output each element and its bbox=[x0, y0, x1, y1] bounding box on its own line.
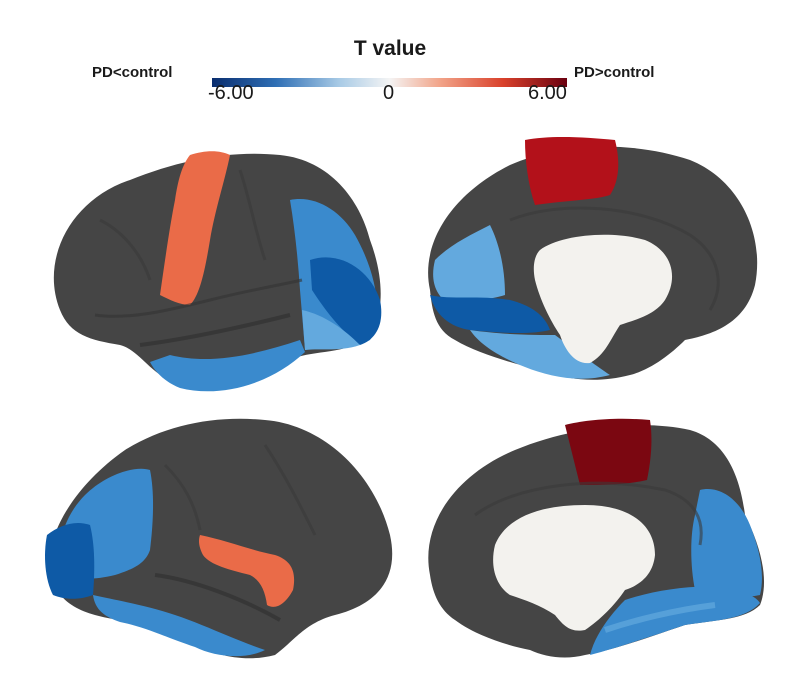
brain-view-medial-bottom-right bbox=[428, 418, 765, 658]
colorbar bbox=[212, 78, 567, 87]
colorbar-low-label: PD<control bbox=[92, 64, 173, 81]
colorbar-tick-zero: 0 bbox=[383, 82, 395, 104]
colorbar-title: T value bbox=[353, 37, 427, 60]
colorbar-tick-max: 6.00 bbox=[528, 82, 567, 104]
colorbar-high-label: PD>control bbox=[574, 64, 655, 81]
colorbar-tick-min: -6.00 bbox=[208, 82, 254, 104]
brain-view-lateral-top-left bbox=[53, 151, 382, 392]
brain-view-medial-top-right bbox=[428, 136, 758, 380]
brain-view-lateral-bottom-left bbox=[45, 418, 393, 659]
